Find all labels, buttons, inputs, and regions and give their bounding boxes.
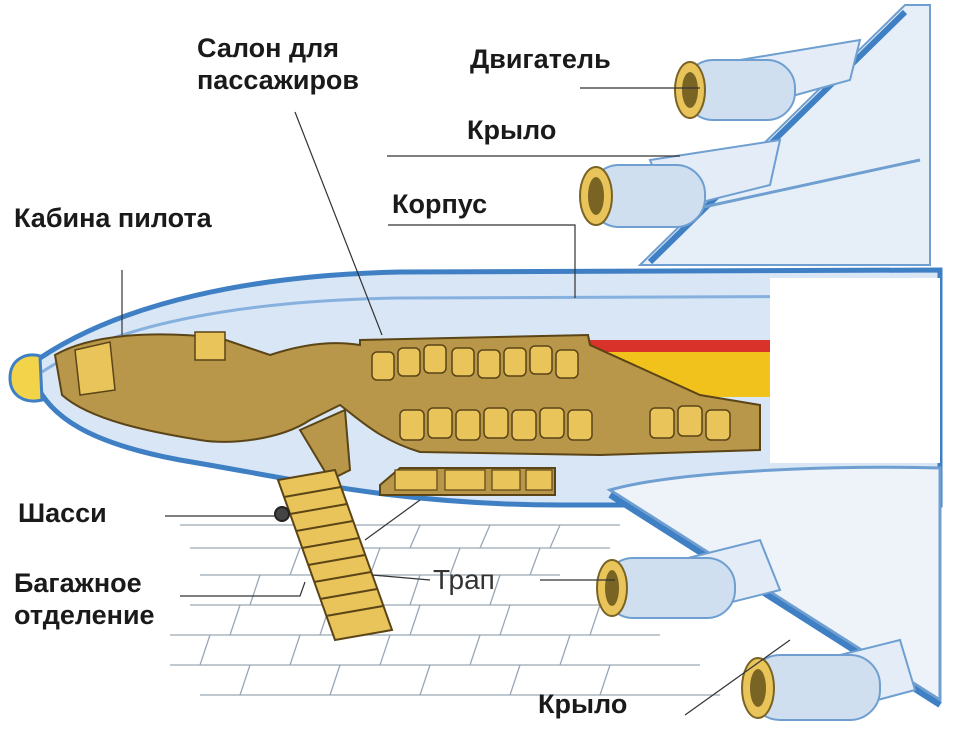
label-salon: Салон для пассажиров xyxy=(197,32,359,97)
leader-lines xyxy=(121,87,791,716)
label-engine: Двигатель xyxy=(470,44,611,74)
label-cockpit: Кабина пилота xyxy=(14,203,212,233)
label-hull: Корпус xyxy=(392,189,488,219)
lower-engine-1 xyxy=(596,538,782,619)
interior-cutaway xyxy=(53,331,761,496)
lower-engine-2 xyxy=(741,638,917,721)
label-baggage: Багажное отделение xyxy=(14,567,155,632)
label-baggage-line2: отделение xyxy=(14,600,155,631)
label-salon-line1: Салон для xyxy=(197,33,339,63)
label-baggage-line1: Багажное xyxy=(14,568,142,598)
label-ramp: Трап xyxy=(433,564,495,595)
ground-grid xyxy=(170,524,720,696)
upper-engine-1 xyxy=(674,38,862,121)
label-salon-line2: пассажиров xyxy=(197,65,360,96)
label-wing-bottom: Крыло xyxy=(538,689,628,719)
upper-engine-2 xyxy=(579,138,782,228)
label-chassis: Шасси xyxy=(18,498,107,528)
boarding-stairs xyxy=(274,408,394,642)
label-wing-top: Крыло xyxy=(467,115,557,145)
